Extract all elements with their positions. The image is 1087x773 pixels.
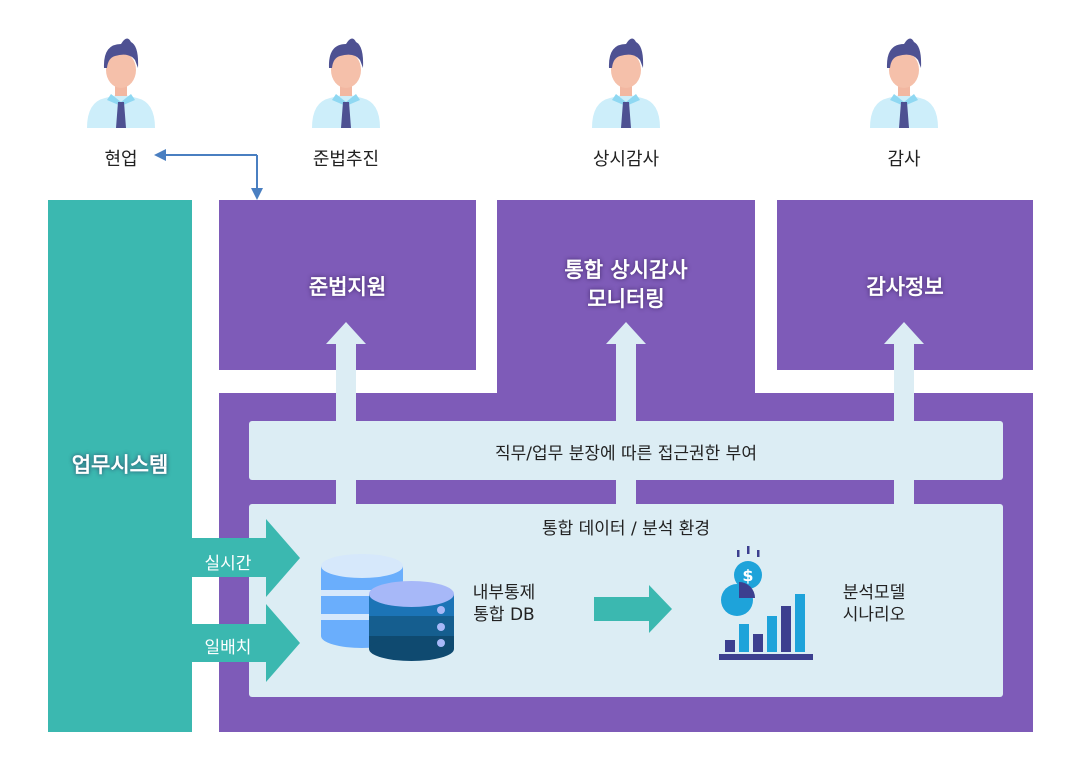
database-icon bbox=[321, 554, 454, 661]
db-label: 내부통제 통합 DB bbox=[459, 582, 549, 626]
access-control-bar: 직무/업무 분장에 따른 접근권한 부여 bbox=[249, 421, 1003, 480]
module-continuous-audit-line1: 통합 상시감사 bbox=[564, 258, 688, 282]
analysis-label-line1: 분석모델 bbox=[842, 583, 906, 603]
access-control-label: 직무/업무 분장에 따른 접근권한 부여 bbox=[495, 444, 757, 464]
module-continuous-audit-monitoring[interactable]: 통합 상시감사 모니터링 bbox=[497, 200, 755, 400]
db-label-line1: 내부통제 bbox=[472, 583, 536, 603]
db-label-line2: 통합 DB bbox=[473, 605, 535, 625]
module-compliance-support-label: 준법지원 bbox=[308, 275, 387, 299]
realtime-feed-label: 실시간 bbox=[204, 554, 252, 574]
data-env-title: 통합 데이터 / 분석 환경 bbox=[541, 519, 711, 539]
person-icon bbox=[312, 38, 380, 128]
analysis-label: 분석모델 시나리오 bbox=[829, 582, 919, 626]
data-analysis-environment: 통합 데이터 / 분석 환경 내부통제 통합 DB $ bbox=[249, 504, 1003, 697]
role-label-audit: 감사 bbox=[887, 149, 921, 170]
flow-arrow-icon bbox=[594, 585, 672, 633]
person-icon bbox=[870, 38, 938, 128]
analysis-label-line2: 시나리오 bbox=[842, 605, 906, 625]
analytics-chart-icon: $ bbox=[719, 546, 813, 660]
person-icon bbox=[87, 38, 155, 128]
module-continuous-audit-line2: 모니터링 bbox=[587, 287, 665, 311]
batch-feed-label: 일배치 bbox=[204, 638, 252, 658]
role-label-continuous-audit: 상시감사 bbox=[592, 149, 660, 170]
business-system-box: 업무시스템 bbox=[48, 200, 192, 732]
business-system-label: 업무시스템 bbox=[71, 453, 169, 477]
role-label-compliance: 준법추진 bbox=[312, 149, 380, 170]
realtime-feed-arrow bbox=[192, 519, 300, 597]
svg-text:$: $ bbox=[742, 566, 753, 585]
role-label-field: 현업 bbox=[104, 149, 138, 170]
batch-feed-arrow bbox=[192, 604, 300, 682]
connector-arrow bbox=[154, 149, 263, 200]
module-audit-info-label: 감사정보 bbox=[866, 275, 944, 299]
person-icon bbox=[592, 38, 660, 128]
